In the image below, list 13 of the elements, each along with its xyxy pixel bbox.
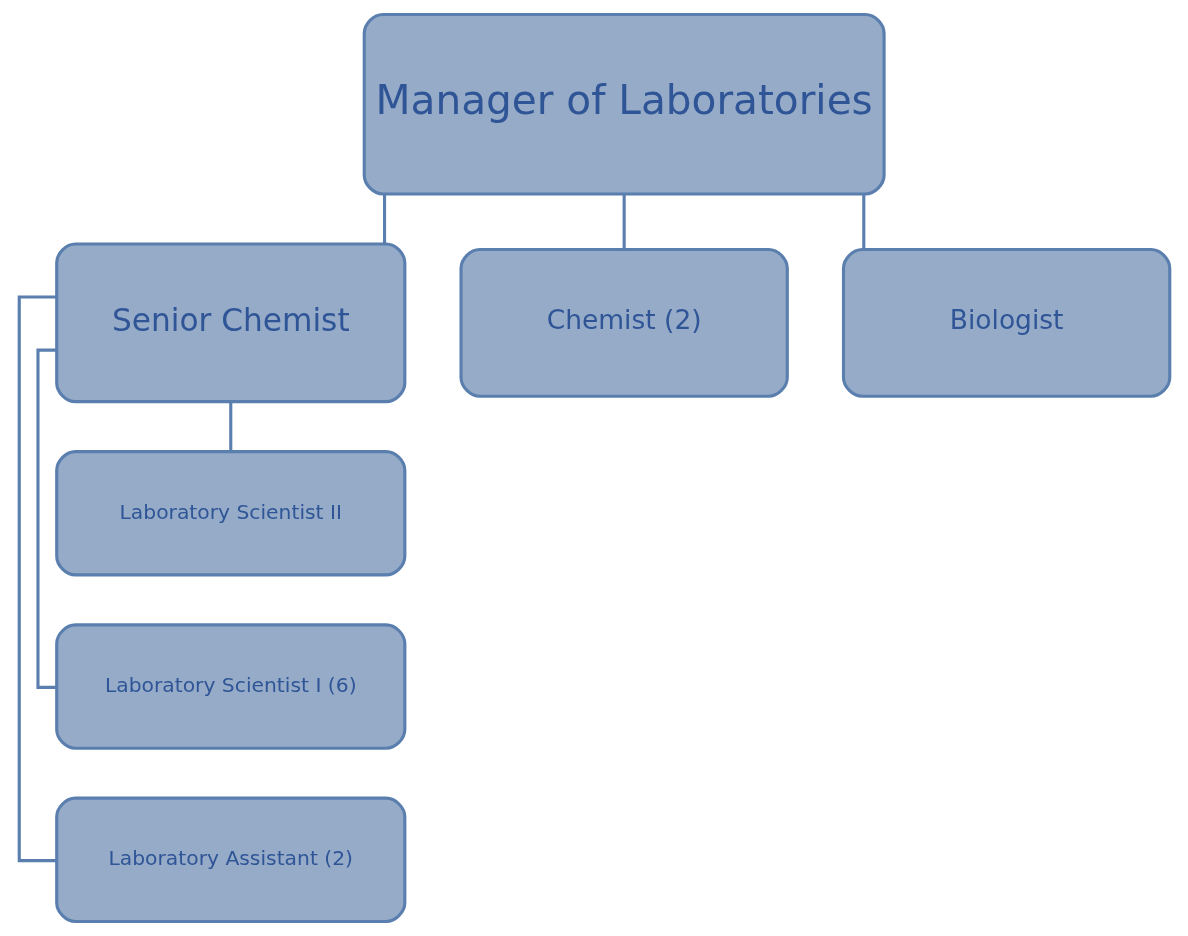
node-box: Laboratory Scientist II (54, 450, 406, 577)
node-box: Chemist (2) (458, 247, 789, 398)
node-box: Laboratory Assistant (2) (54, 796, 406, 924)
connector (622, 194, 626, 249)
node-box: Biologist (841, 247, 1171, 398)
node-box: Laboratory Scientist I (6) (54, 623, 406, 750)
node-box: Manager of Laboratories (362, 12, 886, 196)
connector (17, 295, 57, 863)
connector (228, 401, 232, 452)
node-box: Senior Chemist (54, 242, 406, 404)
connector (861, 194, 865, 249)
connector (35, 348, 56, 689)
connector (382, 194, 386, 244)
